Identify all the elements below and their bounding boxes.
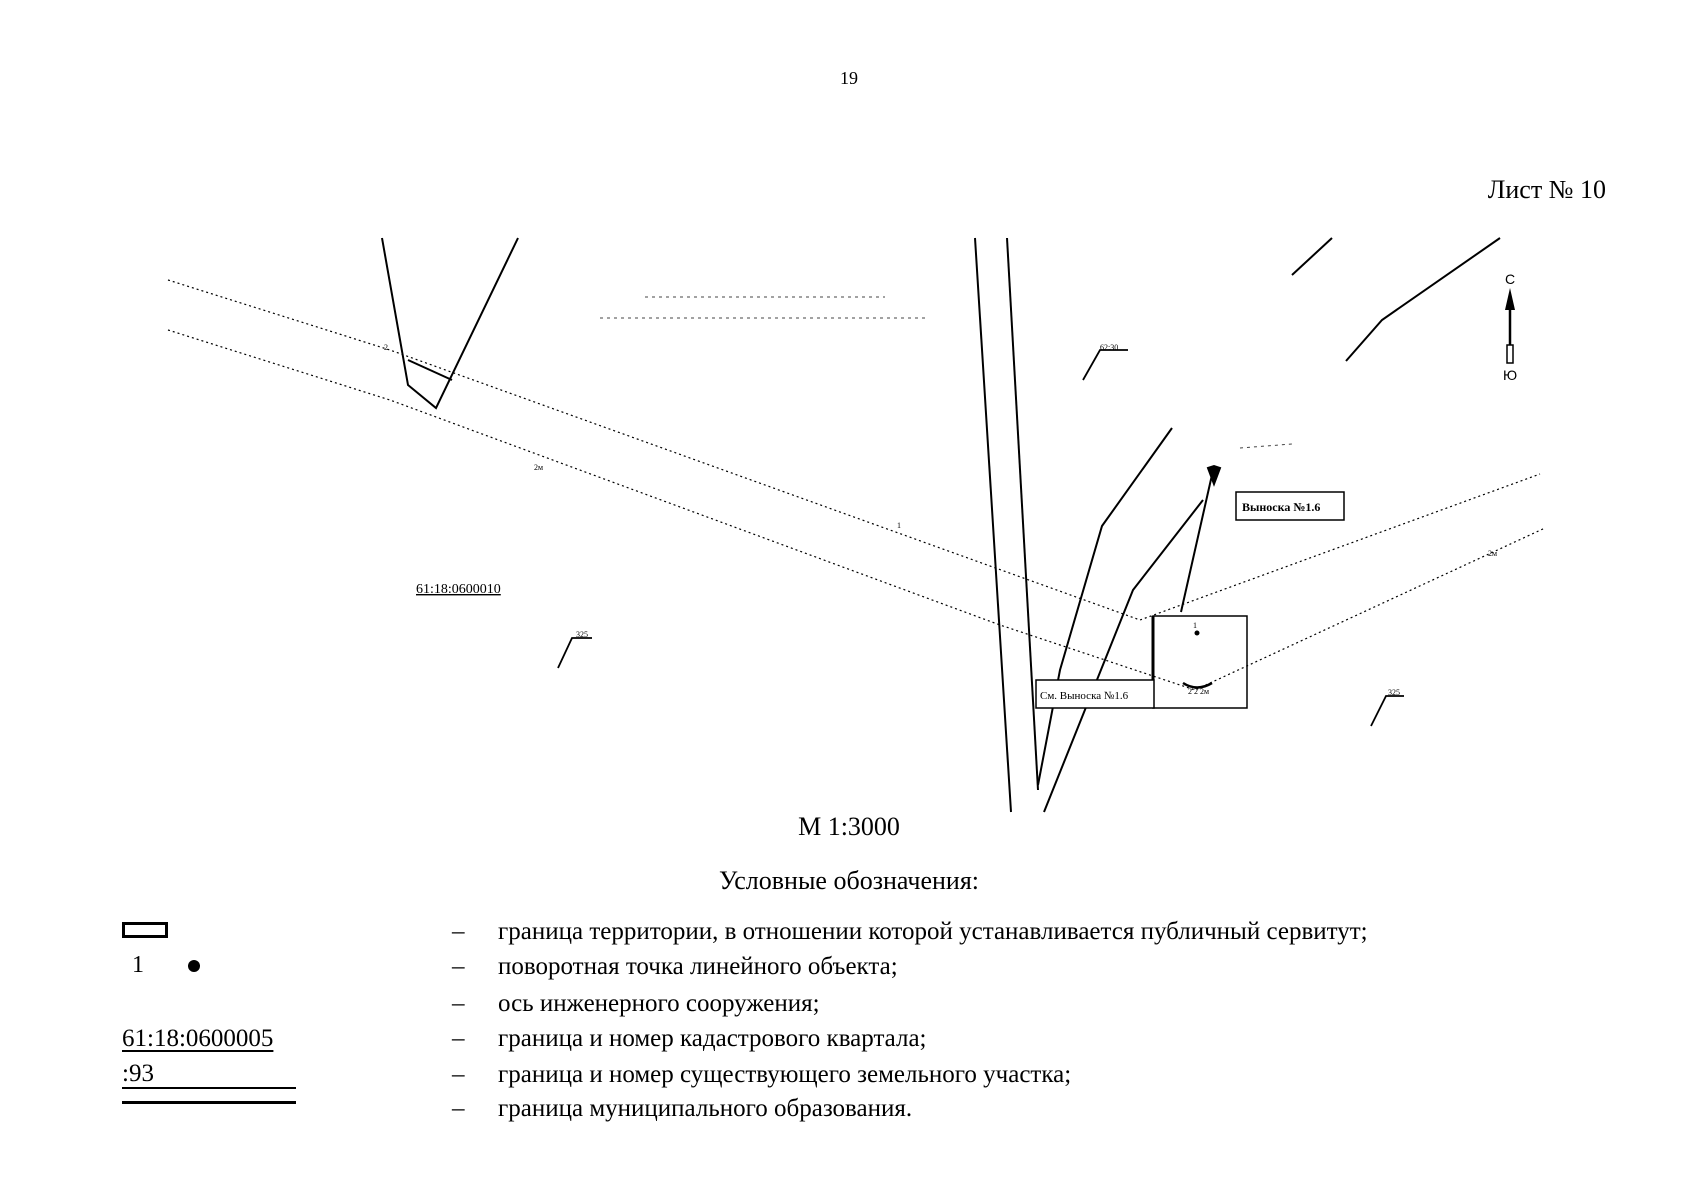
parcel-markers [557, 349, 1404, 727]
legend-dash: – [452, 1095, 465, 1122]
legend-symbol-turning-point: 1 [132, 952, 200, 979]
callout-box-primary: Выноска №1.6 [1235, 491, 1345, 521]
legend-text: граница муниципального образования. [498, 1095, 913, 1122]
svg-text:1: 1 [1193, 621, 1197, 630]
parcel-marker-labels: 62:30 325 325 2м 2м 1 2 1 2 2 2м [384, 343, 1497, 697]
legend-dash: – [452, 1025, 465, 1052]
engineering-axis-lines [167, 279, 1546, 691]
turning-point-dot-icon [188, 959, 200, 972]
page-number: 19 [840, 68, 858, 88]
corridor-upper-line [167, 279, 1541, 621]
legend-item-turning-point: – поворотная точка линейного объекта; [452, 953, 898, 981]
legend-text: граница и номер кадастрового квартала; [498, 1025, 927, 1052]
svg-text:2: 2 [384, 343, 388, 352]
turning-point-number: 1 [132, 952, 144, 978]
legend-text: поворотная точка линейного объекта; [498, 953, 898, 980]
legend-symbol-land-parcel: :93 [122, 1061, 296, 1089]
road-boundaries [974, 237, 1039, 813]
legend-text: ось инженерного сооружения; [498, 990, 820, 1017]
faded-map-text [600, 296, 1293, 449]
corridor-lower-line [167, 329, 1546, 691]
legend-text: граница и номер существующего земельного… [498, 1061, 1072, 1088]
south-label: Ю [1503, 367, 1517, 383]
legend-title: Условные обозначения: [718, 866, 980, 895]
legend-symbol-municipal-boundary [122, 1101, 296, 1104]
north-label: С [1505, 271, 1515, 287]
callout-primary-label: Выноска №1.6 [1242, 500, 1320, 514]
parcel-boundary-lines [1037, 237, 1501, 813]
svg-text:2 2 2м: 2 2 2м [1188, 687, 1209, 696]
svg-text:1: 1 [897, 521, 901, 530]
sheet-label: Лист № 10 [1487, 175, 1606, 204]
svg-text:325: 325 [576, 630, 588, 639]
legend-dash: – [452, 990, 465, 1017]
legend-item-servitude: – граница территории, в отношении которой… [452, 918, 1368, 946]
svg-text:325: 325 [1388, 688, 1400, 697]
legend-symbol-servitude [122, 922, 168, 938]
legend-item-land-parcel: – граница и номер существующего земельног… [452, 1061, 1071, 1089]
svg-text:2м: 2м [534, 463, 543, 472]
scale-label: М 1:3000 [798, 812, 900, 841]
legend-dash: – [452, 953, 465, 980]
legend-item-cadastral-quarter: – граница и номер кадастрового квартала; [452, 1025, 927, 1053]
parcel-boundary-left [381, 237, 519, 410]
svg-text:2м: 2м [1488, 549, 1497, 558]
callout-secondary-label: См. Выноска №1.6 [1040, 690, 1129, 702]
legend-dash: – [452, 1061, 465, 1088]
svg-text:62:30: 62:30 [1100, 343, 1118, 352]
legend-item-municipal-boundary: – граница муниципального образования. [452, 1095, 912, 1123]
legend-item-engineering-axis: – ось инженерного сооружения; [452, 990, 820, 1018]
cadastral-quarter-label: 61:18:0600010 [416, 582, 501, 597]
legend-text: граница территории, в отношении которой … [498, 918, 1368, 945]
callout-box-secondary: См. Выноска №1.6 [1035, 679, 1155, 709]
legend-dash: – [452, 918, 465, 945]
legend-symbol-cadastral-quarter: 61:18:0600005 [122, 1025, 274, 1052]
north-arrow: С Ю [1503, 271, 1517, 383]
